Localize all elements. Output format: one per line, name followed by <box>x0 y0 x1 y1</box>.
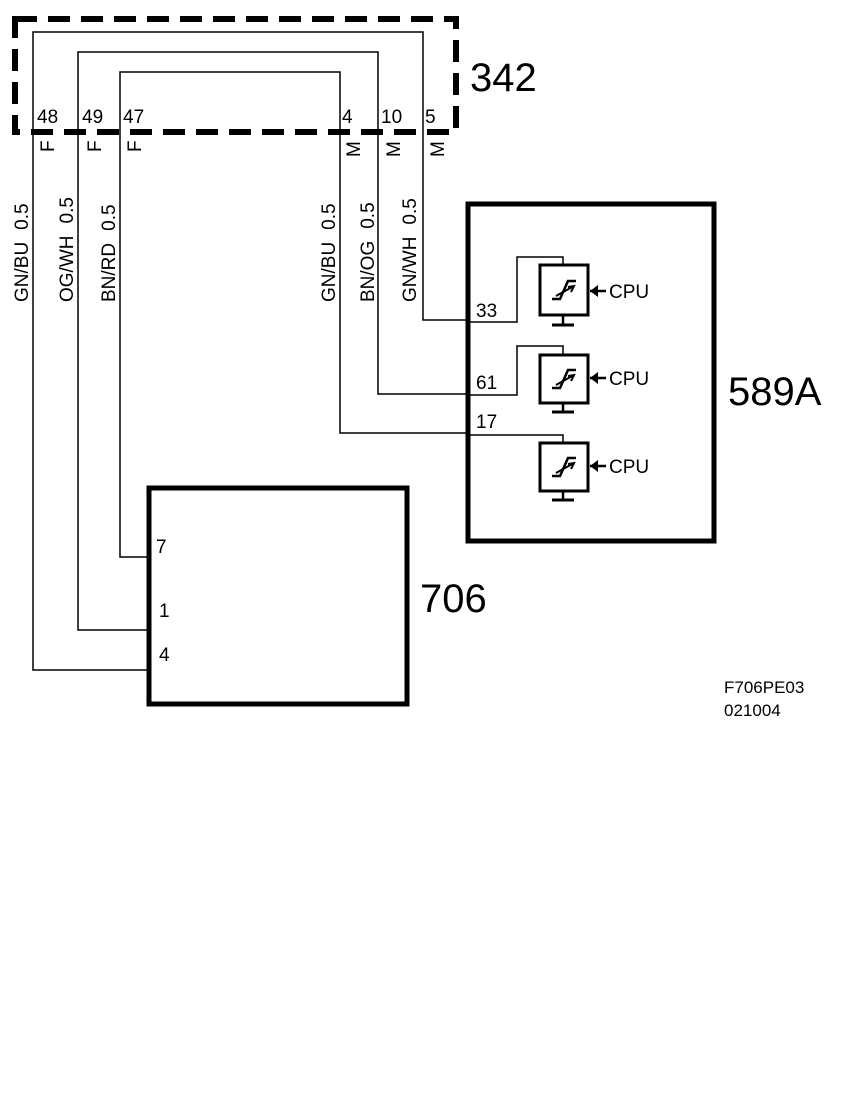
wire-47-down <box>119 132 150 558</box>
wire-5-down <box>422 132 470 321</box>
wire-48 <box>32 31 424 132</box>
internal-33 <box>470 256 564 323</box>
pin-342-47: 47 <box>123 107 144 128</box>
wire-48-down <box>32 132 150 671</box>
pin-type-48: F <box>38 140 59 152</box>
wire-label-47: BN/RD0.5 <box>99 204 120 302</box>
svg-text:GN/BU0.5: GN/BU0.5 <box>319 203 340 302</box>
connector-342-outline <box>12 16 459 135</box>
pin-type-4: M <box>344 141 365 157</box>
pin-342-49: 49 <box>82 107 103 128</box>
pin-342-48: 48 <box>37 107 58 128</box>
transistor-icon <box>538 353 590 414</box>
cpu-arrow-icon <box>590 460 606 472</box>
pin-706-4: 4 <box>159 645 170 666</box>
wire-4-down <box>339 132 470 434</box>
pin-706-1: 1 <box>159 601 170 622</box>
wire-10-down <box>377 132 470 395</box>
wire-49 <box>77 51 379 132</box>
module-589a-outline <box>465 201 717 544</box>
module-706-label: 706 <box>420 577 487 621</box>
svg-text:GN/WH0.5: GN/WH0.5 <box>400 198 421 302</box>
cpu-arrow-icon <box>590 372 606 384</box>
pin-342-5: 5 <box>425 107 436 128</box>
reference-date: 021004 <box>724 701 781 720</box>
pin-type-49: F <box>85 140 106 152</box>
pin-type-10: M <box>384 141 405 157</box>
wire-47 <box>119 71 341 132</box>
svg-text:BN/RD0.5: BN/RD0.5 <box>99 204 120 302</box>
wire-label-10: BN/OG0.5 <box>358 202 379 302</box>
cpu-arrow-icon <box>590 285 606 297</box>
transistor-icon <box>538 263 590 327</box>
cpu-label-3: CPU <box>609 457 649 478</box>
wire-label-5: GN/WH0.5 <box>400 198 421 302</box>
internal-17 <box>470 434 564 443</box>
pin-706-7: 7 <box>156 537 167 558</box>
pin-type-5: M <box>428 141 449 157</box>
cpu-label-1: CPU <box>609 282 649 303</box>
connector-342-label: 342 <box>470 56 537 100</box>
cpu-label-2: CPU <box>609 369 649 390</box>
pin-type-47: F <box>125 140 146 152</box>
wire-label-48: GN/BU0.5 <box>12 203 33 302</box>
pin-342-10: 10 <box>381 107 402 128</box>
svg-text:BN/OG0.5: BN/OG0.5 <box>358 202 379 302</box>
pin-589a-61: 61 <box>476 373 497 394</box>
module-706-outline <box>146 485 410 707</box>
svg-text:OG/WH0.5: OG/WH0.5 <box>57 197 78 302</box>
wire-label-49: OG/WH0.5 <box>57 197 78 302</box>
pin-589a-33: 33 <box>476 301 497 322</box>
module-589a-label: 589A <box>728 370 822 414</box>
transistor-icon <box>538 441 590 502</box>
reference-code: F706PE03 <box>724 678 804 697</box>
pin-589a-17: 17 <box>476 412 497 433</box>
pin-342-4: 4 <box>342 107 353 128</box>
svg-text:GN/BU0.5: GN/BU0.5 <box>12 203 33 302</box>
wire-49-down <box>77 132 150 631</box>
internal-61 <box>470 345 564 396</box>
wire-label-4: GN/BU0.5 <box>319 203 340 302</box>
